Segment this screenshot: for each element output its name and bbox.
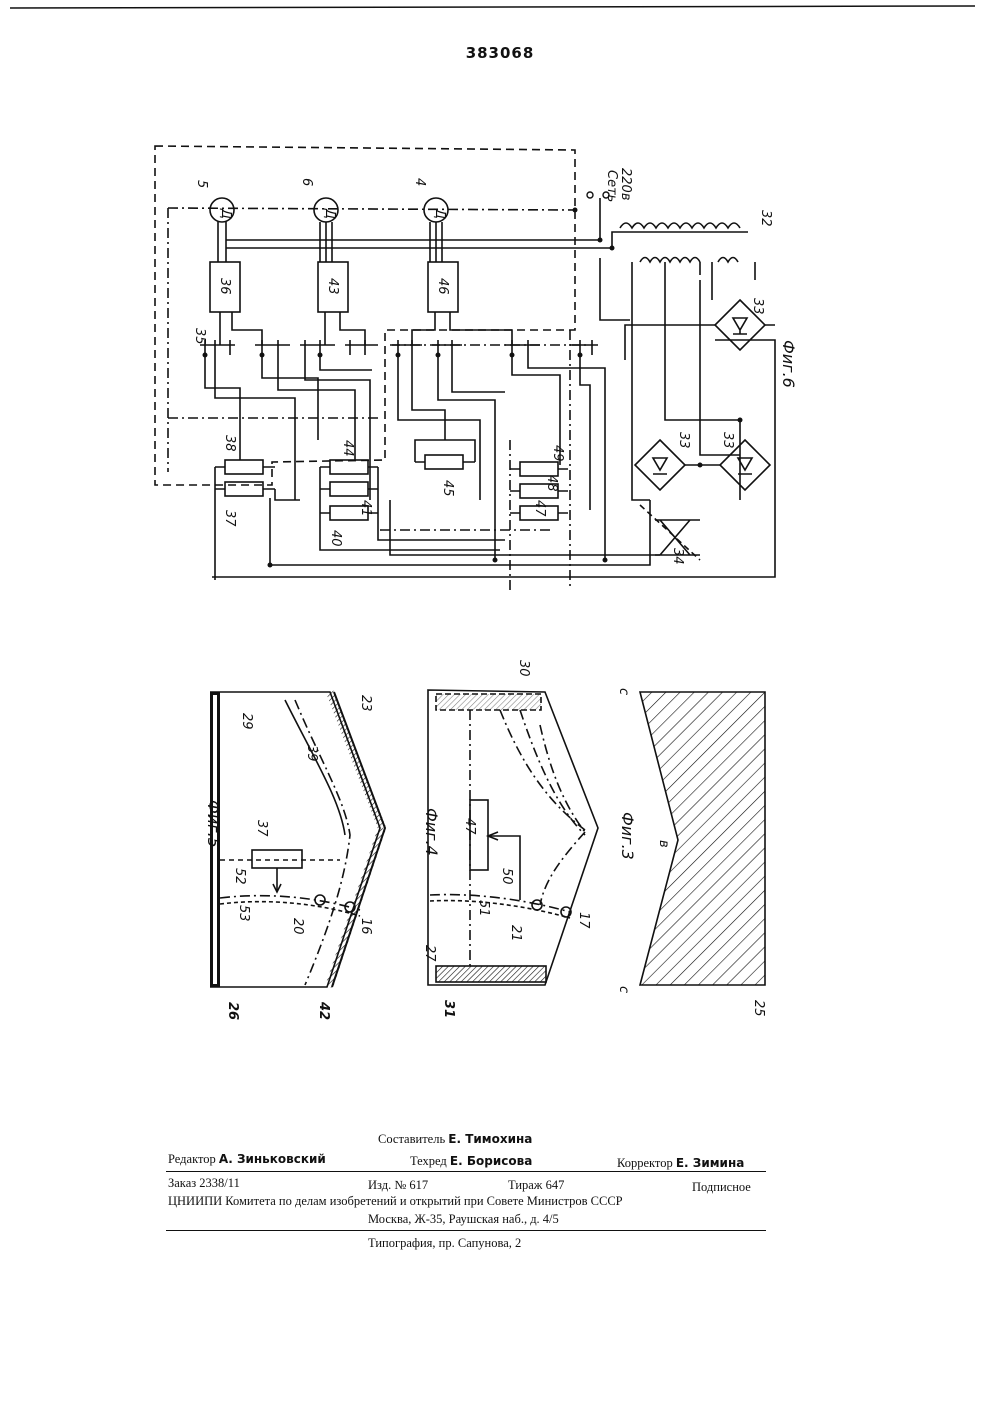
label-31: 31 <box>441 1000 456 1018</box>
editor-role: Редактор <box>168 1152 216 1166</box>
label-21: 21 <box>508 925 523 942</box>
figure-3-caption: Фиг.3 <box>618 812 637 860</box>
motor-letter: Д <box>432 208 447 219</box>
address: Москва, Ж-35, Раушская наб., д. 4/5 <box>368 1212 559 1227</box>
label-41: 41 <box>358 500 373 517</box>
label-b: в <box>656 840 671 848</box>
compiler-name: Е. Тимохина <box>448 1132 532 1146</box>
block-label: 46 <box>435 278 450 295</box>
label-47: 47 <box>532 500 547 517</box>
label-35: 35 <box>192 328 207 345</box>
footer-corrector: Корректор Е. Зимина <box>617 1156 744 1171</box>
corrector-name: Е. Зимина <box>676 1156 744 1170</box>
figure-4-caption: Фиг.4 <box>422 808 441 856</box>
label-23: 23 <box>358 695 373 712</box>
label-38: 38 <box>222 435 237 452</box>
footer-techred: Техред Е. Борисова <box>410 1154 532 1169</box>
figure-4-labels: 30 47 50 51 21 17 27 31 Фиг.4 <box>422 660 591 1018</box>
figure-5 <box>210 692 385 987</box>
label-37: 37 <box>254 820 269 837</box>
label-44: 44 <box>340 440 355 457</box>
motor-number: 4 <box>412 178 427 186</box>
figure-6-dots <box>203 208 743 568</box>
voltage-label: 220в <box>618 168 633 200</box>
label-30: 30 <box>516 660 531 677</box>
corrector-role: Корректор <box>617 1156 673 1170</box>
editor-name: А. Зиньковский <box>219 1152 326 1166</box>
motor-number: 5 <box>194 180 209 188</box>
label-47: 47 <box>462 818 477 835</box>
label-16: 16 <box>358 918 373 935</box>
figure-6-caption: Фиг.6 <box>779 340 798 388</box>
label-29: 29 <box>239 713 254 730</box>
page-top-rule <box>10 6 975 8</box>
mains-label: Сеть <box>604 170 619 202</box>
techred-name: Е. Борисова <box>450 1154 532 1168</box>
label-50: 50 <box>499 868 514 885</box>
block-label: 43 <box>325 278 340 295</box>
edition-number: Изд. № 617 <box>368 1178 428 1193</box>
figure-5-caption: Фиг.5 <box>204 800 223 848</box>
techred-role: Техред <box>410 1154 447 1168</box>
label-c: с <box>616 986 631 993</box>
label-33: 33 <box>720 432 735 449</box>
label-c: с <box>616 688 631 695</box>
label-51: 51 <box>476 900 491 917</box>
label-48: 48 <box>544 475 559 492</box>
block-label: 36 <box>217 278 232 295</box>
label-32: 32 <box>758 210 773 227</box>
label-37: 37 <box>222 510 237 527</box>
footer-rule-2 <box>166 1230 766 1231</box>
compiler-role: Составитель <box>378 1132 445 1146</box>
label-33: 33 <box>676 432 691 449</box>
label-40: 40 <box>328 530 343 547</box>
figure-6-circuit <box>155 146 775 590</box>
label-27: 27 <box>422 945 437 962</box>
motor-letter: Д <box>322 208 337 219</box>
footer-compiler: Составитель Е. Тимохина <box>378 1132 532 1147</box>
footer-editor: Редактор А. Зиньковский <box>168 1152 326 1167</box>
motor-letter: Д <box>218 208 233 219</box>
label-39: 39 <box>304 745 319 762</box>
label-26: 26 <box>225 1002 240 1020</box>
label-49: 49 <box>550 445 565 462</box>
label-52: 52 <box>232 868 247 885</box>
label-53: 53 <box>236 905 251 922</box>
printer: Типография, пр. Сапунова, 2 <box>368 1236 521 1251</box>
circulation: Тираж 647 <box>508 1178 564 1193</box>
subscription: Подписное <box>692 1180 751 1195</box>
label-45: 45 <box>440 480 455 497</box>
label-33: 33 <box>750 298 765 315</box>
label-17: 17 <box>576 912 591 929</box>
label-34: 34 <box>670 548 685 565</box>
figure-3 <box>640 692 765 985</box>
label-20: 20 <box>290 918 305 935</box>
label-25: 25 <box>751 1000 766 1017</box>
footer-rule <box>166 1171 766 1172</box>
order-number: Заказ 2338/11 <box>168 1176 240 1191</box>
label-42: 42 <box>316 1001 331 1020</box>
institution: ЦНИИПИ Комитета по делам изобретений и о… <box>168 1194 768 1209</box>
motor-number: 6 <box>299 178 314 186</box>
